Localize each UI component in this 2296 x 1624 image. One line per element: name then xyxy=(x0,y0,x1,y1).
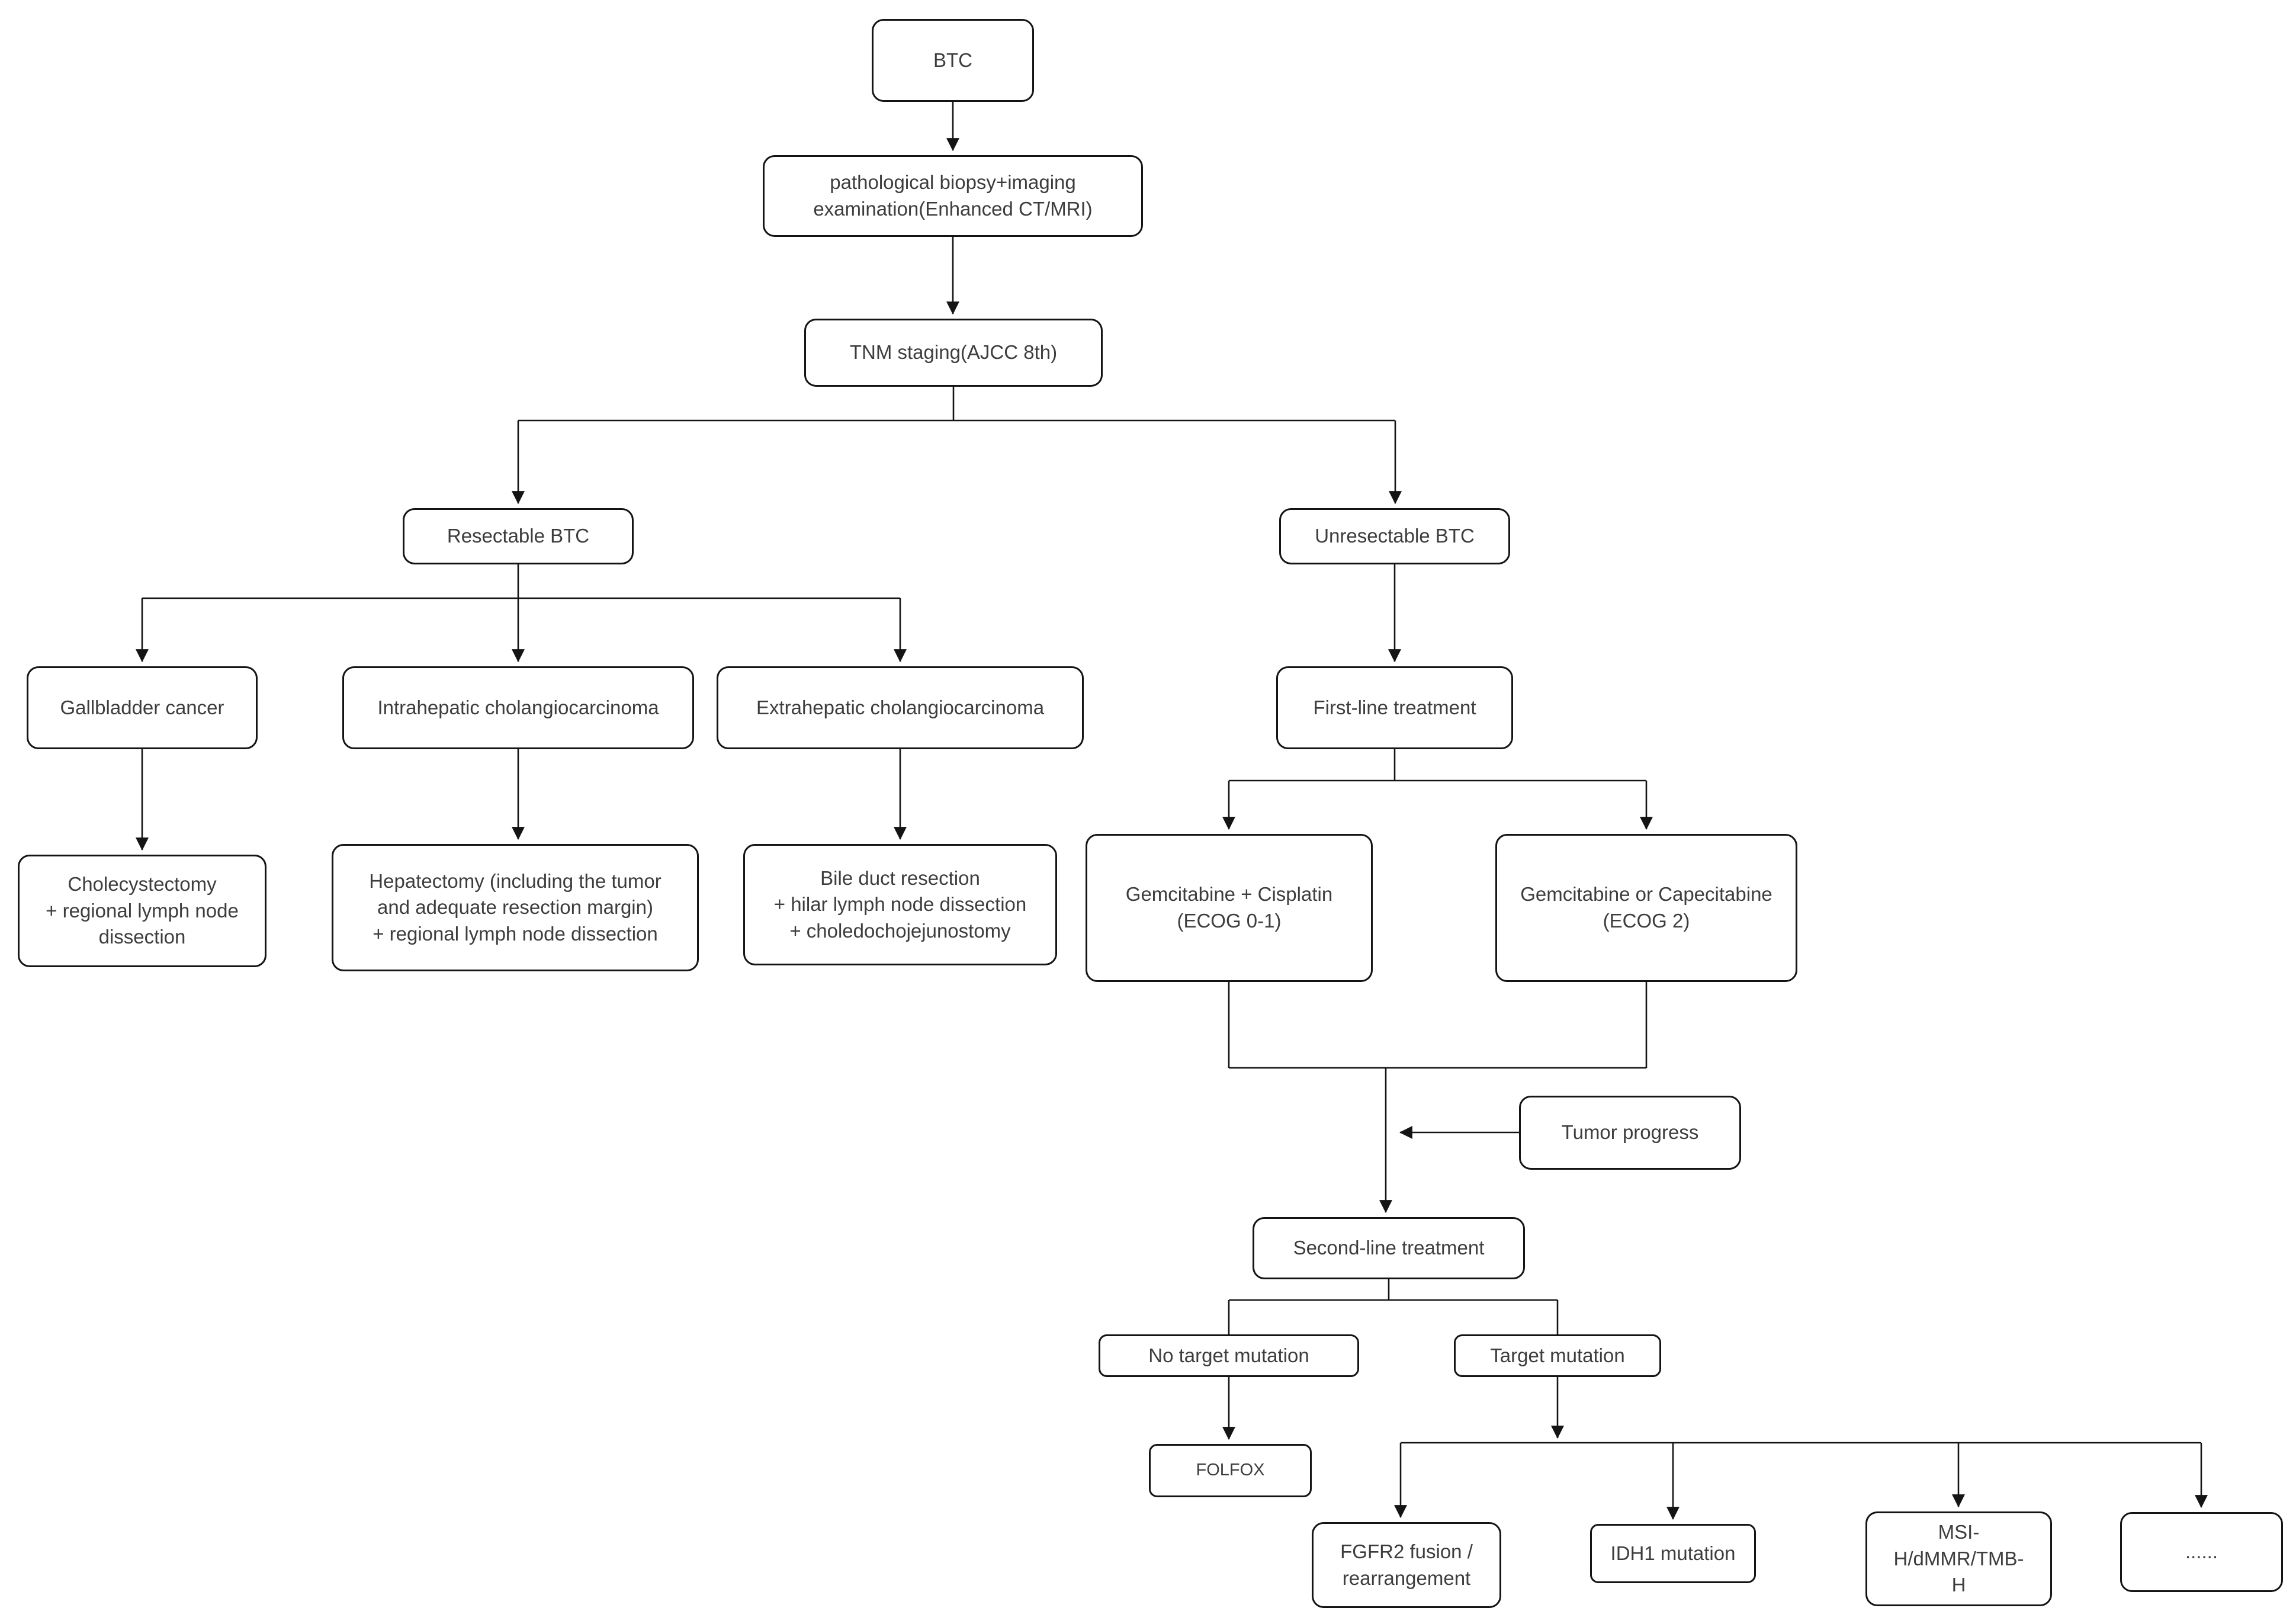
node-tnm-staging: TNM staging(AJCC 8th) xyxy=(804,319,1103,387)
node-second-line-treatment: Second-line treatment xyxy=(1253,1217,1525,1279)
node-btc: BTC xyxy=(872,19,1034,102)
node-fgfr2-fusion: FGFR2 fusion / rearrangement xyxy=(1312,1522,1501,1608)
node-tumor-progress: Tumor progress xyxy=(1519,1096,1741,1170)
node-resectable-btc: Resectable BTC xyxy=(403,508,634,564)
node-intrahepatic-cholangiocarcinoma: Intrahepatic cholangiocarcinoma xyxy=(342,666,694,749)
node-folfox: FOLFOX xyxy=(1149,1444,1312,1497)
node-pathological-biopsy: pathological biopsy+imaging examination(… xyxy=(763,155,1143,237)
node-msi-h-dmmr-tmb-h: MSI-H/dMMR/TMB- H xyxy=(1865,1511,2052,1606)
node-hepatectomy: Hepatectomy (including the tumor and ade… xyxy=(332,844,699,971)
node-bile-duct-resection: Bile duct resection + hilar lymph node d… xyxy=(743,844,1057,965)
node-gallbladder-cancer: Gallbladder cancer xyxy=(27,666,258,749)
node-gemcitabine-capecitabine: Gemcitabine or Capecitabine (ECOG 2) xyxy=(1495,834,1797,982)
node-no-target-mutation: No target mutation xyxy=(1099,1334,1359,1377)
node-target-mutation: Target mutation xyxy=(1454,1334,1661,1377)
node-cholecystectomy: Cholecystectomy + regional lymph node di… xyxy=(18,855,266,967)
node-first-line-treatment: First-line treatment xyxy=(1276,666,1513,749)
node-extrahepatic-cholangiocarcinoma: Extrahepatic cholangiocarcinoma xyxy=(717,666,1084,749)
node-idh1-mutation: IDH1 mutation xyxy=(1590,1524,1756,1583)
node-unresectable-btc: Unresectable BTC xyxy=(1279,508,1510,564)
node-gemcitabine-cisplatin: Gemcitabine + Cisplatin (ECOG 0-1) xyxy=(1086,834,1373,982)
node-other-mutations: ...... xyxy=(2120,1512,2283,1592)
